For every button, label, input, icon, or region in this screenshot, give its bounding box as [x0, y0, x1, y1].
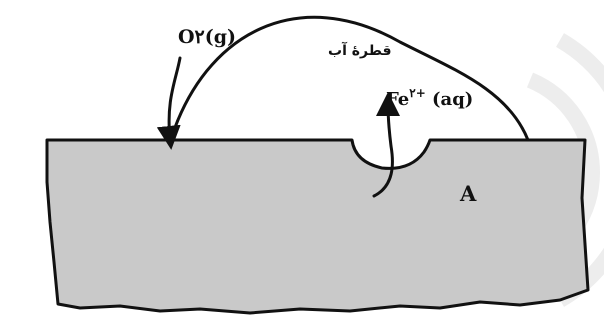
- iron-ion-symbol: Fe: [386, 89, 409, 110]
- iron-ion-label: Fe۲+ (aq): [386, 88, 473, 109]
- oxygen-label: O۲(g): [178, 28, 236, 47]
- iron-ion-charge: ۲+: [409, 86, 426, 100]
- region-a-label: A: [460, 183, 476, 204]
- iron-ion-state: (aq): [426, 89, 474, 110]
- metal-block: [47, 140, 588, 313]
- water-drop-label: قطرهٔ آب: [328, 44, 392, 58]
